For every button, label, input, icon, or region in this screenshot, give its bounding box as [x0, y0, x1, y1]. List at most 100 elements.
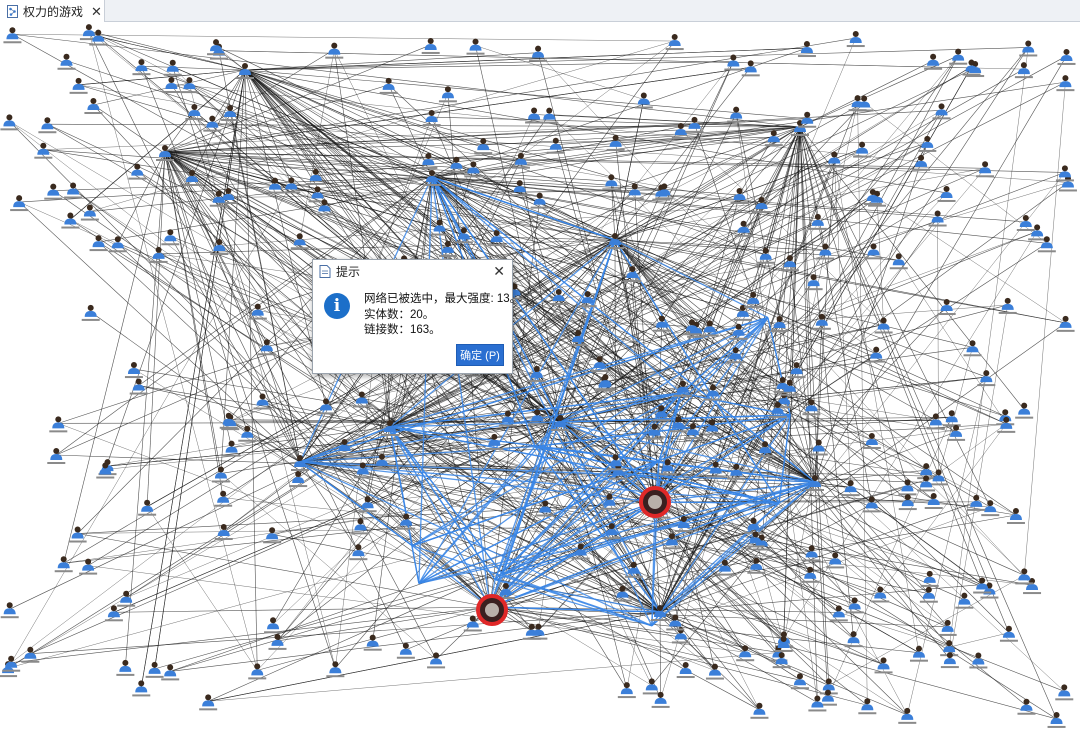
person-node-icon[interactable]	[289, 471, 308, 488]
person-node-icon[interactable]	[447, 156, 466, 173]
person-node-icon[interactable]	[222, 440, 241, 457]
person-node-icon[interactable]	[3, 27, 22, 44]
person-node-icon[interactable]	[658, 459, 677, 476]
person-node-icon[interactable]	[578, 291, 597, 308]
person-node-icon[interactable]	[942, 410, 961, 427]
person-node-icon[interactable]	[1019, 40, 1038, 57]
person-node-icon[interactable]	[79, 24, 98, 41]
person-node-icon[interactable]	[1055, 684, 1074, 701]
person-node-icon[interactable]	[2, 655, 21, 672]
person-node-icon[interactable]	[104, 605, 123, 622]
person-node-icon[interactable]	[617, 682, 636, 699]
person-node-icon[interactable]	[809, 439, 828, 456]
person-node-icon[interactable]	[596, 374, 615, 391]
person-node-icon[interactable]	[938, 619, 957, 636]
person-node-icon[interactable]	[253, 393, 272, 410]
person-node-icon[interactable]	[308, 186, 327, 203]
person-node-icon[interactable]	[89, 235, 108, 252]
person-node-icon[interactable]	[623, 265, 642, 282]
person-node-icon[interactable]	[1015, 568, 1034, 585]
person-node-icon[interactable]	[898, 494, 917, 511]
person-node-icon[interactable]	[161, 229, 180, 246]
person-node-icon[interactable]	[528, 409, 547, 426]
person-node-icon[interactable]	[396, 642, 415, 659]
person-node-icon[interactable]	[214, 490, 233, 507]
person-node-icon[interactable]	[522, 623, 541, 640]
person-node-icon[interactable]	[511, 152, 530, 169]
person-node-icon[interactable]	[932, 103, 951, 120]
person-node-icon[interactable]	[352, 391, 371, 408]
person-node-icon[interactable]	[775, 392, 794, 409]
person-node-icon[interactable]	[210, 239, 229, 256]
person-node-icon[interactable]	[919, 586, 938, 603]
person-node-icon[interactable]	[291, 455, 309, 471]
person-node-icon[interactable]	[474, 138, 493, 155]
person-node-icon[interactable]	[221, 104, 240, 121]
person-node-icon[interactable]	[463, 615, 482, 632]
person-node-icon[interactable]	[802, 545, 821, 562]
person-node-icon[interactable]	[967, 494, 986, 511]
person-node-icon[interactable]	[937, 185, 956, 202]
person-node-icon[interactable]	[464, 161, 483, 178]
person-node-icon[interactable]	[998, 297, 1017, 314]
person-node-icon[interactable]	[812, 313, 831, 330]
person-node-icon[interactable]	[536, 500, 555, 517]
dialog-close-button[interactable]: ✕	[493, 263, 505, 279]
network-graph-canvas[interactable]	[0, 22, 1080, 735]
network-graph[interactable]	[0, 22, 1080, 735]
person-node-icon[interactable]	[325, 42, 344, 59]
person-node-icon[interactable]	[606, 454, 625, 471]
person-node-icon[interactable]	[351, 518, 370, 535]
person-node-icon[interactable]	[764, 130, 783, 147]
person-node-icon[interactable]	[69, 77, 88, 94]
person-node-icon[interactable]	[780, 379, 799, 396]
person-node-icon[interactable]	[613, 585, 632, 602]
person-node-icon[interactable]	[898, 707, 917, 724]
person-node-icon[interactable]	[642, 678, 661, 695]
person-node-icon[interactable]	[940, 652, 959, 669]
person-node-icon[interactable]	[855, 95, 874, 112]
person-node-icon[interactable]	[730, 187, 749, 204]
person-node-icon[interactable]	[703, 419, 722, 436]
person-node-icon[interactable]	[652, 405, 671, 422]
person-node-icon[interactable]	[747, 557, 766, 574]
person-node-icon[interactable]	[844, 631, 863, 648]
person-node-icon[interactable]	[818, 689, 837, 706]
person-node-icon[interactable]	[602, 174, 621, 191]
person-node-icon[interactable]	[163, 59, 182, 76]
person-node-icon[interactable]	[790, 673, 809, 690]
person-node-icon[interactable]	[353, 462, 372, 479]
person-node-icon[interactable]	[1058, 175, 1077, 192]
person-node-icon[interactable]	[38, 117, 57, 134]
person-node-icon[interactable]	[685, 116, 704, 133]
person-node-icon[interactable]	[116, 659, 135, 676]
person-node-icon[interactable]	[963, 340, 982, 357]
person-node-icon[interactable]	[527, 365, 546, 382]
person-node-icon[interactable]	[829, 605, 848, 622]
person-node-icon[interactable]	[363, 634, 382, 651]
person-node-icon[interactable]	[977, 370, 996, 387]
person-node-icon[interactable]	[862, 496, 881, 513]
person-node-icon[interactable]	[61, 212, 80, 229]
person-node-icon[interactable]	[68, 526, 87, 543]
person-node-icon[interactable]	[316, 398, 335, 415]
person-node-icon[interactable]	[801, 566, 820, 583]
person-node-icon[interactable]	[874, 657, 893, 674]
person-node-icon[interactable]	[756, 247, 775, 264]
person-node-icon[interactable]	[863, 188, 882, 205]
person-node-icon[interactable]	[0, 114, 19, 131]
tab-game-of-thrones[interactable]: 权力的游戏 ✕	[0, 0, 105, 22]
person-node-icon[interactable]	[1016, 214, 1035, 231]
person-node-icon[interactable]	[734, 220, 753, 237]
person-node-icon[interactable]	[634, 92, 653, 109]
person-node-icon[interactable]	[683, 423, 702, 440]
highlighted-node[interactable]	[639, 486, 671, 518]
person-node-icon[interactable]	[816, 243, 835, 260]
person-node-icon[interactable]	[727, 106, 746, 123]
person-node-icon[interactable]	[0, 602, 19, 619]
person-node-icon[interactable]	[889, 253, 908, 270]
person-node-icon[interactable]	[34, 142, 53, 159]
person-node-icon[interactable]	[662, 533, 681, 550]
person-node-icon[interactable]	[729, 323, 748, 340]
person-node-icon[interactable]	[920, 570, 939, 587]
